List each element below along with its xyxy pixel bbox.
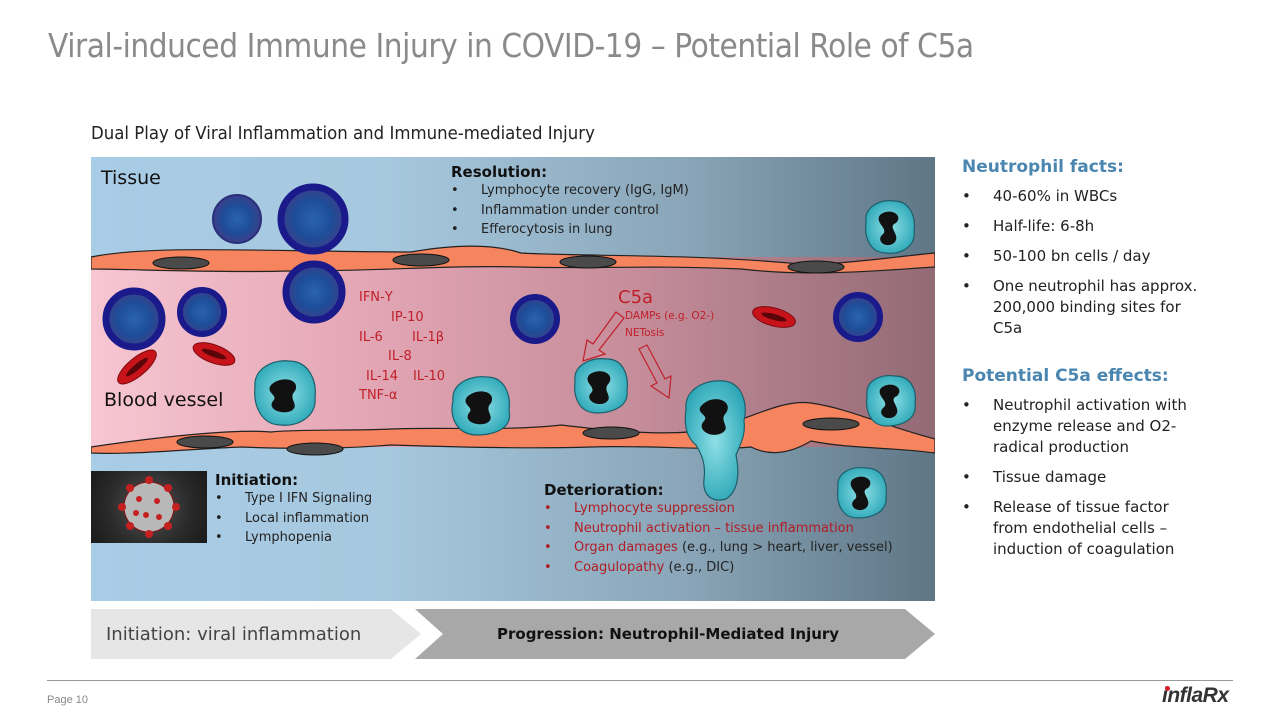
cytokine-il8: IL-8	[388, 349, 412, 364]
cytokine-il10: IL-10	[413, 369, 446, 384]
deterioration-item: Lymphocyte suppression	[544, 499, 893, 519]
diagram-subtitle: Dual Play of Viral Inflammation and Immu…	[91, 123, 595, 144]
logo-dot-icon	[1165, 686, 1170, 691]
red-blood-cell-center	[761, 312, 787, 322]
deterioration-item-detail: (e.g., lung > heart, liver, vessel)	[677, 540, 893, 555]
c5a-arrows	[582, 311, 672, 400]
resolution-title: Resolution:	[451, 163, 548, 181]
initiation-box: Initiation: Type I IFN Signaling Local i…	[215, 471, 372, 548]
phase-initiation: Initiation: viral inflammation	[91, 609, 421, 659]
deterioration-item-main: Neutrophil activation – tissue inflammat…	[574, 520, 854, 536]
lymphocyte	[212, 194, 262, 244]
resolution-box: Resolution: Lymphocyte recovery (IgG, Ig…	[451, 163, 689, 240]
neutrophil-facts-title: Neutrophil facts:	[962, 157, 1124, 177]
effect-item: Release of tissue factor from endothelia…	[962, 497, 1198, 560]
effect-item: Tissue damage	[962, 467, 1222, 488]
c5a-effects-title: Potential C5a effects:	[962, 366, 1169, 386]
cytokine-tnf-alpha: TNF-α	[359, 388, 398, 403]
deterioration-item-main: Coagulopathy	[574, 559, 665, 575]
fact-item: Half-life: 6-8h	[962, 216, 1222, 237]
arrow-icon	[638, 344, 672, 400]
phase-initiation-label: Initiation: viral inflammation	[106, 623, 362, 645]
resolution-item: Lymphocyte recovery (IgG, IgM)	[451, 181, 689, 201]
neutrophil	[254, 360, 316, 426]
immune-injury-diagram: Tissue Blood vessel Resolution: Lymphocy…	[91, 157, 935, 601]
effect-item: Neutrophil activation with enzyme releas…	[962, 395, 1198, 458]
phase-progression: Progression: Neutrophil-Mediated Injury	[415, 609, 935, 659]
cytokine-il1b: IL-1β	[412, 330, 445, 345]
lymphocyte	[177, 287, 227, 337]
lymphocyte	[102, 287, 166, 351]
damps-label: DAMPs (e.g. O2-)	[625, 310, 715, 322]
netosis-label: NETosis	[625, 327, 665, 339]
resolution-item: Efferocytosis in lung	[451, 220, 689, 240]
cytokine-ifn-gamma: IFN-Υ	[359, 290, 393, 305]
c5a-label: C5a	[618, 287, 654, 308]
initiation-item: Lymphopenia	[215, 528, 372, 548]
cytokine-ip10: IP-10	[391, 310, 424, 325]
tissue-label: Tissue	[101, 167, 161, 189]
fact-item: One neutrophil has approx. 200,000 bindi…	[962, 276, 1198, 339]
coronavirus-image	[91, 471, 207, 543]
arrow-icon	[582, 311, 625, 362]
neutrophil	[866, 375, 916, 427]
lymphocyte	[510, 294, 560, 344]
deterioration-item: Coagulopathy (e.g., DIC)	[544, 558, 893, 578]
deterioration-item-detail: (e.g., DIC)	[664, 559, 735, 575]
migrating-neutrophil	[684, 380, 746, 501]
blood-vessel-label: Blood vessel	[104, 389, 224, 411]
fact-item: 50-100 bn cells / day	[962, 246, 1222, 267]
initiation-title: Initiation:	[215, 471, 299, 489]
neutrophils	[254, 200, 916, 519]
c5a-effects: Potential C5a effects: Neutrophil activa…	[962, 366, 1222, 560]
lymphocytes	[102, 183, 883, 351]
deterioration-item: Organ damages (e.g., lung > heart, liver…	[544, 538, 893, 558]
red-blood-cell-center	[126, 357, 148, 377]
fact-item: 40-60% in WBCs	[962, 186, 1222, 207]
page-title: Viral-induced Immune Injury in COVID-19 …	[48, 26, 974, 65]
cytokine-il14: IL-14	[366, 369, 399, 384]
lymphocyte	[282, 260, 346, 324]
lymphocyte	[277, 183, 349, 255]
virus-icon	[118, 476, 180, 538]
page-number: Page 10	[47, 694, 88, 706]
deterioration-item-main: Organ damages	[574, 540, 678, 555]
deterioration-title: Deterioration:	[544, 481, 664, 499]
cytokine-il6: IL-6	[359, 330, 383, 345]
neutrophil	[865, 200, 915, 254]
chevron-shape	[415, 609, 935, 659]
initiation-item: Local inflammation	[215, 509, 372, 529]
diagram-artwork	[91, 183, 935, 519]
initiation-item: Type I IFN Signaling	[215, 489, 372, 509]
red-blood-cell-center	[201, 348, 227, 360]
neutrophil	[574, 358, 628, 414]
red-blood-cells	[117, 306, 796, 385]
neutrophil-facts: Neutrophil facts: 40-60% in WBCs Half-li…	[962, 157, 1222, 339]
deterioration-box: Deterioration: Lymphocyte suppression Ne…	[544, 481, 893, 577]
upper-endothelium	[91, 245, 935, 274]
neutrophil	[451, 376, 511, 436]
footer-divider	[47, 680, 1233, 681]
phase-progression-label: Progression: Neutrophil-Mediated Injury	[497, 625, 840, 643]
deterioration-item-main: Lymphocyte suppression	[574, 501, 735, 516]
chevron-shape	[91, 609, 421, 659]
deterioration-item: Neutrophil activation – tissue inflammat…	[544, 519, 893, 539]
logo-text: inflaRx	[1162, 684, 1229, 707]
resolution-item: Inflammation under control	[451, 201, 689, 221]
lymphocyte	[833, 292, 883, 342]
inflarx-logo: inflaRx	[1162, 684, 1229, 708]
